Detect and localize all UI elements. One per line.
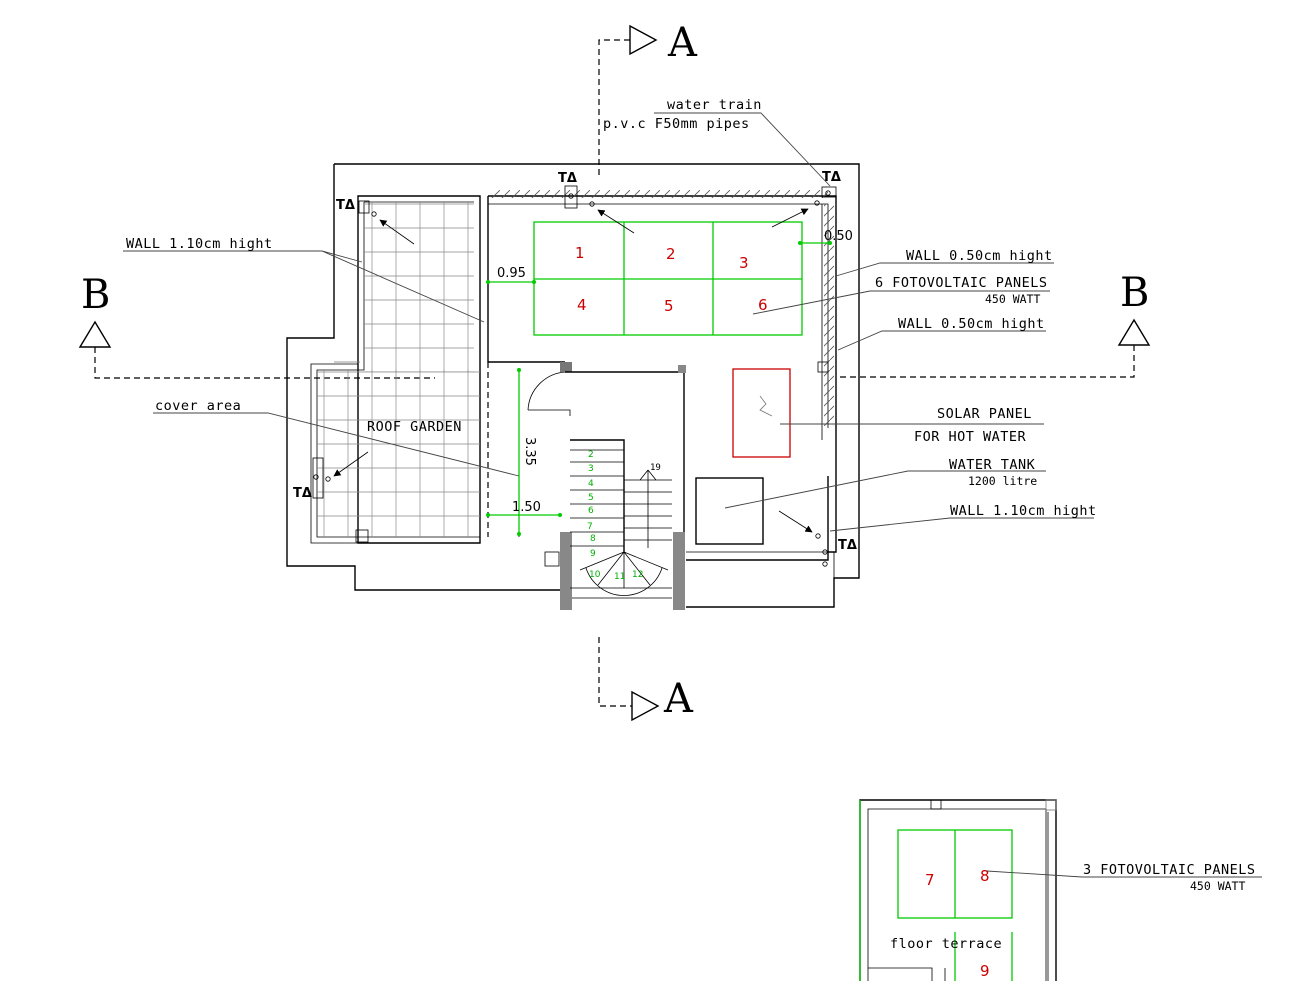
label-cover-area: cover area [155,398,241,414]
panel-3: 3 [739,254,749,272]
floor-terrace-inset: 7 8 9 floor terrace 3 FOTOVOLTAIC PANELS… [859,799,1262,981]
label-fotovoltaic-6-watt: 450 WATT [985,292,1040,306]
dim-095: 0.95 [497,266,526,281]
label-fotovoltaic-6: 6 FOTOVOLTAIC PANELS [875,275,1048,291]
label-water-train: water train [667,97,762,113]
step-6: 6 [588,506,594,516]
step-12: 12 [632,570,643,580]
section-a-top-letter: A [667,20,698,66]
drain-marks: TΔ TΔ TΔ TΔ TΔ [293,170,857,567]
water-tank-box [695,477,764,545]
section-b-left: B [78,272,435,379]
panel-4: 4 [577,296,587,314]
roof-garden-walls [310,195,481,544]
dim-050: 0.50 [824,229,853,244]
label-wall-050-top: WALL 0.50cm hight [906,248,1053,264]
label-fotovoltaic-3: 3 FOTOVOLTAIC PANELS [1083,862,1256,878]
drain-mark-1: TΔ [336,198,355,213]
panel-1: 1 [575,244,585,262]
drain-mark-4: TΔ [293,486,312,501]
label-pvc-pipes: p.v.c F50mm pipes [603,116,750,132]
label-fotovoltaic-3-watt: 450 WATT [1190,879,1245,893]
label-for-hot-water: FOR HOT WATER [914,429,1027,445]
step-5: 5 [588,493,594,503]
label-wall-050-mid: WALL 0.50cm hight [898,316,1045,332]
drain-mark-5: TΔ [838,538,857,553]
section-a-bottom: A [598,637,694,722]
lower-right-room [686,551,829,561]
step-19: 19 [650,463,661,473]
panel-9: 9 [980,962,990,980]
step-8: 8 [590,534,596,544]
solar-hot-water-panel [732,368,791,458]
label-water-tank-litre: 1200 litre [968,474,1037,488]
step-11: 11 [614,572,625,582]
drain-mark-2: TΔ [558,171,577,186]
section-a-bottom-letter: A [663,676,694,722]
dim-150: 1.50 [512,500,541,515]
step-3: 3 [588,464,594,474]
panel-6: 6 [758,296,768,314]
drain-mark-3: TΔ [822,170,841,185]
label-water-tank: WATER TANK [949,457,1036,473]
label-wall-110-right: WALL 1.10cm hight [950,503,1097,519]
annotations: water train p.v.c F50mm pipes WALL 1.10c… [123,97,1097,532]
panel-7: 7 [925,871,935,889]
label-roof-garden: ROOF GARDEN [367,419,462,435]
panel-8: 8 [980,867,990,885]
step-7: 7 [587,522,593,532]
step-4: 4 [588,479,594,489]
section-b-right-letter: B [1120,270,1149,316]
label-wall-110-left: WALL 1.10cm hight [126,236,273,252]
label-solar-panel: SOLAR PANEL [937,406,1032,422]
stair-core [544,365,686,610]
building-outline [286,163,860,608]
panel-5: 5 [664,297,674,315]
slope-arrows [333,208,813,533]
step-9: 9 [590,549,596,559]
dim-335: 3.35 [522,437,537,466]
stair-step-numbers: 2 3 4 5 6 7 8 9 10 11 12 19 [587,450,661,582]
section-b-right: B [838,270,1151,378]
section-b-left-letter: B [81,272,110,318]
step-2: 2 [588,450,594,460]
step-10: 10 [589,570,601,580]
section-a-top: A [598,20,698,175]
fotovoltaic-array-6: 1 2 3 4 5 6 [533,221,803,336]
dimension-lines: 0.95 0.50 3.35 1.50 [486,229,853,536]
label-floor-terrace: floor terrace [890,936,1002,952]
panel-2: 2 [666,245,676,263]
